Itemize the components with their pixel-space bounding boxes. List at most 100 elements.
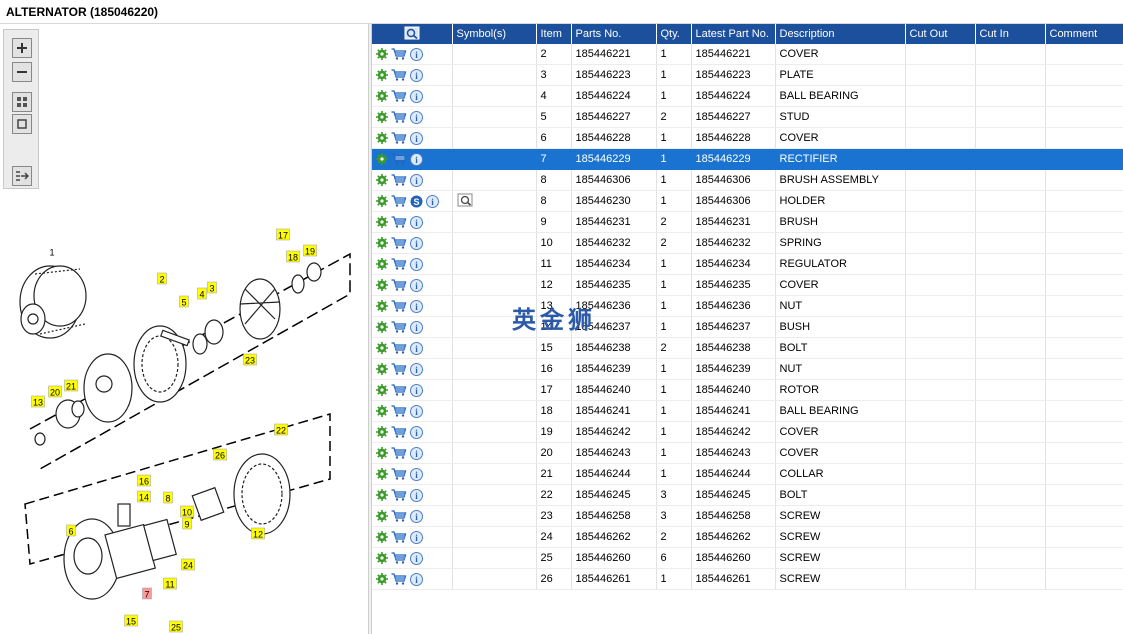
row-actions[interactable]: i <box>372 44 453 65</box>
table-row[interactable]: i 7 185446229 1 185446229 RECTIFIER <box>372 148 1123 170</box>
table-row[interactable]: i 17 185446240 1 185446240 ROTOR <box>372 379 1123 401</box>
pane-splitter[interactable] <box>368 24 372 634</box>
column-header-parts-no[interactable]: Parts No. <box>571 24 657 44</box>
row-symbols[interactable] <box>452 148 537 170</box>
callout-15[interactable]: 15 <box>124 614 138 627</box>
zoom-out-button[interactable] <box>12 62 32 82</box>
table-row[interactable]: i 23 185446258 3 185446258 SCREW <box>372 505 1123 527</box>
callout-8[interactable]: 8 <box>163 491 173 504</box>
callout-7[interactable]: 7 <box>142 587 152 600</box>
toggle-panel-button[interactable] <box>12 166 32 186</box>
callout-24[interactable]: 24 <box>181 558 195 571</box>
callout-13[interactable]: 13 <box>31 395 45 408</box>
table-row[interactable]: i 8 185446306 1 185446306 BRUSH ASSEMBLY <box>372 169 1123 191</box>
callout-9[interactable]: 9 <box>182 517 192 530</box>
callout-5[interactable]: 5 <box>179 295 189 308</box>
callout-4[interactable]: 4 <box>197 287 207 300</box>
exploded-parts-diagram[interactable]: 1234567891011121314151617181920212223242… <box>0 204 368 634</box>
row-symbols[interactable] <box>452 358 537 380</box>
callout-17[interactable]: 17 <box>276 228 290 241</box>
table-row[interactable]: i 11 185446234 1 185446234 REGULATOR <box>372 253 1123 275</box>
row-symbols[interactable] <box>452 484 537 506</box>
callout-1[interactable]: 1 <box>49 248 54 258</box>
table-row[interactable]: i 5 185446227 2 185446227 STUD <box>372 106 1123 128</box>
table-row[interactable]: i 14 185446237 1 185446237 BUSH <box>372 316 1123 338</box>
table-row[interactable]: i 20 185446243 1 185446243 COVER <box>372 442 1123 464</box>
row-actions[interactable]: i <box>372 421 453 443</box>
column-header-comment[interactable]: Comment <box>1045 24 1123 44</box>
row-symbols[interactable] <box>452 85 537 107</box>
column-header-cut-out[interactable]: Cut Out <box>905 24 976 44</box>
callout-23[interactable]: 23 <box>243 353 257 366</box>
row-actions[interactable]: i <box>372 148 453 170</box>
callout-19[interactable]: 19 <box>303 244 317 257</box>
callout-3[interactable]: 3 <box>207 281 217 294</box>
callout-20[interactable]: 20 <box>48 385 62 398</box>
column-header-latest-part-no[interactable]: Latest Part No. <box>691 24 776 44</box>
table-row[interactable]: i 19 185446242 1 185446242 COVER <box>372 421 1123 443</box>
callout-21[interactable]: 21 <box>64 379 78 392</box>
table-row[interactable]: i 26 185446261 1 185446261 SCREW <box>372 568 1123 590</box>
fit-all-button[interactable] <box>12 92 32 112</box>
table-row[interactable]: i 18 185446241 1 185446241 BALL BEARING <box>372 400 1123 422</box>
row-symbols[interactable] <box>452 442 537 464</box>
callout-6[interactable]: 6 <box>66 524 76 537</box>
row-actions[interactable]: i <box>372 127 453 149</box>
row-actions[interactable]: i <box>372 568 453 590</box>
table-row[interactable]: i 10 185446232 2 185446232 SPRING <box>372 232 1123 254</box>
row-symbols[interactable] <box>452 64 537 86</box>
table-row[interactable]: i 12 185446235 1 185446235 COVER <box>372 274 1123 296</box>
callout-11[interactable]: 11 <box>163 577 177 590</box>
row-symbols[interactable] <box>452 547 537 569</box>
row-symbols[interactable] <box>452 316 537 338</box>
row-actions[interactable]: i <box>372 337 453 359</box>
callout-25[interactable]: 25 <box>169 620 183 633</box>
table-row[interactable]: i 6 185446228 1 185446228 COVER <box>372 127 1123 149</box>
column-header-qty[interactable]: Qty. <box>656 24 692 44</box>
row-symbols[interactable] <box>452 253 537 275</box>
table-row[interactable]: i 16 185446239 1 185446239 NUT <box>372 358 1123 380</box>
callout-10[interactable]: 10 <box>180 505 194 518</box>
row-actions[interactable]: i <box>372 106 453 128</box>
zoom-in-button[interactable] <box>12 38 32 58</box>
row-symbols[interactable] <box>452 190 537 212</box>
row-actions[interactable]: i <box>372 211 453 233</box>
row-symbols[interactable] <box>452 169 537 191</box>
table-row[interactable]: i 4 185446224 1 185446224 BALL BEARING <box>372 85 1123 107</box>
row-symbols[interactable] <box>452 421 537 443</box>
callout-18[interactable]: 18 <box>286 250 300 263</box>
row-actions[interactable]: i <box>372 484 453 506</box>
row-symbols[interactable] <box>452 568 537 590</box>
row-symbols[interactable] <box>452 505 537 527</box>
row-actions[interactable]: i <box>372 232 453 254</box>
table-row[interactable]: i 13 185446236 1 185446236 NUT <box>372 295 1123 317</box>
row-symbols[interactable] <box>452 127 537 149</box>
callout-16[interactable]: 16 <box>137 474 151 487</box>
row-symbols[interactable] <box>452 274 537 296</box>
table-row[interactable]: i 3 185446223 1 185446223 PLATE <box>372 64 1123 86</box>
row-actions[interactable]: i <box>372 358 453 380</box>
table-row[interactable]: i 25 185446260 6 185446260 SCREW <box>372 547 1123 569</box>
column-header-item[interactable]: Item <box>536 24 572 44</box>
row-symbols[interactable] <box>452 211 537 233</box>
row-symbols[interactable] <box>452 232 537 254</box>
column-header-search[interactable] <box>372 24 453 44</box>
column-header-symbols[interactable]: Symbol(s) <box>452 24 537 44</box>
column-header-cut-in[interactable]: Cut In <box>975 24 1046 44</box>
callout-2[interactable]: 2 <box>157 272 167 285</box>
row-actions[interactable]: i <box>372 400 453 422</box>
callout-14[interactable]: 14 <box>137 490 151 503</box>
row-actions[interactable]: i <box>372 463 453 485</box>
row-actions[interactable]: i <box>372 505 453 527</box>
table-row[interactable]: i 22 185446245 3 185446245 BOLT <box>372 484 1123 506</box>
row-actions[interactable]: i <box>372 442 453 464</box>
row-symbols[interactable] <box>452 400 537 422</box>
row-symbols[interactable] <box>452 379 537 401</box>
actual-size-button[interactable] <box>12 114 32 134</box>
row-symbols[interactable] <box>452 337 537 359</box>
callout-22[interactable]: 22 <box>274 423 288 436</box>
callout-26[interactable]: 26 <box>213 448 227 461</box>
table-row[interactable]: i 9 185446231 2 185446231 BRUSH <box>372 211 1123 233</box>
